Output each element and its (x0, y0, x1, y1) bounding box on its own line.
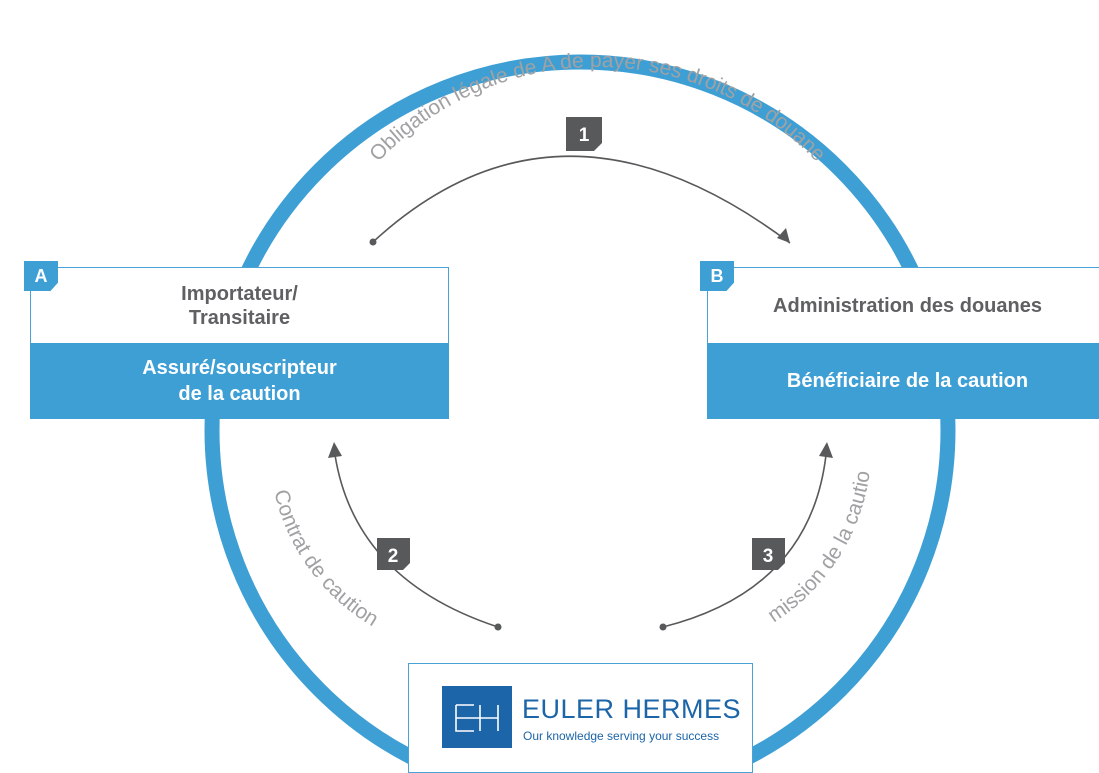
arrow-step-3-origin-dot (659, 623, 667, 631)
step-1-label: Obligation légale de A de payer ses droi… (365, 49, 830, 166)
step-2-badge: 2 (377, 538, 410, 570)
logo-name: EULER HERMES (522, 694, 742, 724)
arrow-step-3-head (819, 442, 833, 458)
step-2-label: Contrat de caution (269, 487, 382, 631)
party-b-title-text: Administration des douanes (773, 295, 1042, 317)
arrow-step-1 (372, 155, 791, 244)
process-ring (204, 54, 956, 764)
party-b-role: Bénéficiaire de la caution (707, 343, 1099, 419)
party-b-box: Administration des douanes Bénéficiaire … (707, 267, 1099, 419)
party-b-title: Administration des douanes (708, 268, 1099, 344)
step-3-badge: 3 (752, 538, 785, 570)
arrow-step-1-origin-dot (369, 238, 377, 246)
euler-hermes-logo-icon (442, 686, 512, 748)
party-a-title: Importateur/ Transitaire (31, 268, 448, 344)
arrow-step-1-head (777, 228, 790, 243)
arrow-step-2-origin-dot (494, 623, 502, 631)
party-a-role-text: Assuré/souscripteur de la caution (142, 357, 337, 405)
step-1-badge: 1 (566, 117, 602, 151)
arrow-step-2-head (328, 442, 342, 458)
party-b-role-text: Bénéficiaire de la caution (786, 370, 1029, 392)
svg-text:1: 1 (579, 125, 590, 146)
party-a-box: Importateur/ Transitaire Assuré/souscrip… (30, 267, 449, 419)
svg-text:2: 2 (388, 546, 399, 567)
party-a-role: Assuré/souscripteur de la caution (30, 343, 449, 419)
party-a-title-text: Importateur/ Transitaire (181, 283, 298, 329)
logo-tagline: Our knowledge serving your success (523, 729, 720, 743)
party-a-letter-tag: A (24, 261, 58, 291)
insurer-logo-box: EULER HERMES Our knowledge serving your … (408, 663, 753, 773)
svg-text:3: 3 (763, 546, 774, 567)
party-b-letter-tag: B (700, 261, 734, 291)
